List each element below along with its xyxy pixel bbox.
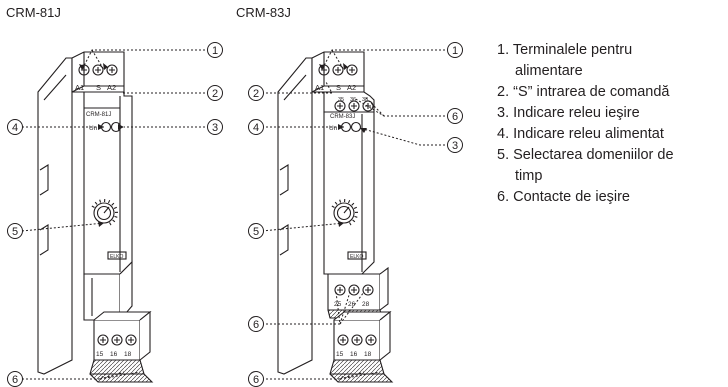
brand-text: ELKO: [350, 254, 363, 260]
callout-circle: [207, 85, 223, 101]
callout-circle: [248, 316, 264, 332]
callout-circle: [7, 223, 23, 239]
callout-number: 6: [452, 111, 458, 123]
callout-circle: [7, 119, 23, 135]
callout-number: 2: [212, 88, 218, 100]
legend-item-6: 6. Contacte de ieşire: [497, 189, 630, 205]
contact-label-15: 15: [336, 351, 344, 358]
terminal-screw: [362, 100, 374, 112]
callout-circle: [447, 108, 463, 124]
contact-label-16: 16: [350, 351, 358, 358]
terminal-label-s: S: [336, 83, 341, 92]
terminal-screw: [334, 284, 346, 296]
power-indicator-label: Un: [329, 125, 338, 132]
callout-number: 1: [452, 45, 458, 57]
power-indicator-led: [350, 121, 362, 133]
callout-circle: [207, 42, 223, 58]
legend-item-3: 3. Indicare releu ieşire: [497, 105, 640, 121]
callout-number: 5: [12, 226, 18, 238]
front-model-label: CRM-81J: [86, 112, 111, 118]
contact-label-36: 36: [350, 97, 356, 103]
callout-number: 2: [253, 88, 259, 100]
callout-number: 5: [253, 226, 259, 238]
device-title-crm-81j: CRM-81J: [6, 5, 61, 20]
terminal-screw: [337, 334, 349, 346]
contact-label-35: 35: [338, 97, 344, 103]
terminal-screw: [92, 64, 104, 76]
terminal-screw: [106, 64, 118, 76]
brand-text: ELKO: [110, 254, 123, 260]
device-title-crm-83j: CRM-83J: [236, 5, 291, 20]
callout-number: 6: [253, 374, 259, 386]
callout-circle: [248, 223, 264, 239]
terminal-screw: [348, 100, 360, 112]
device-crm-83j: [277, 51, 394, 383]
callout-number: 3: [452, 140, 458, 152]
contact-label-18: 18: [364, 351, 372, 358]
contact-label-26: 26: [348, 301, 356, 308]
callout-circle: [447, 42, 463, 58]
terminal-label-a2: A2: [347, 83, 356, 92]
legend-item-4: 4. Indicare releu alimentat: [497, 126, 664, 142]
callout-circle: [248, 119, 264, 135]
contact-label-15: 15: [96, 351, 104, 358]
terminal-screw: [97, 334, 109, 346]
front-model-label: CRM-83J: [330, 114, 355, 120]
callout-number: 6: [253, 319, 259, 331]
terminal-screw: [125, 334, 137, 346]
contact-label-18: 18: [124, 351, 132, 358]
terminal-screw: [348, 284, 360, 296]
terminal-screw: [111, 334, 123, 346]
callout-number: 3: [212, 122, 218, 134]
brand-badge: [347, 251, 367, 260]
terminal-label-a1: A1: [75, 83, 84, 92]
brand-badge: [107, 251, 127, 260]
contact-label-28: 28: [362, 301, 370, 308]
callout-number: 1: [212, 45, 218, 57]
terminal-screw: [332, 64, 344, 76]
callout-number: 6: [12, 374, 18, 386]
callout-number: 4: [12, 122, 18, 134]
callout-circle: [248, 85, 264, 101]
device-crm-81j: [37, 51, 154, 383]
power-indicator-label: Un: [89, 125, 98, 132]
contact-label-38: 38: [362, 97, 368, 103]
callout-number: 4: [253, 122, 259, 134]
arrowheads: [79, 63, 367, 227]
terminal-screw: [346, 64, 358, 76]
terminal-label-a2: A2: [107, 83, 116, 92]
terminal-label-a1: A1: [315, 83, 324, 92]
device-diagram: A1 S A2 CRM-81J Un ELKO 15 16 18: [7, 42, 463, 387]
terminal-screw: [351, 334, 363, 346]
callout-circle: [447, 137, 463, 153]
legend-item-2: 2. “S” intrarea de comandă: [497, 84, 670, 100]
terminal-label-s: S: [96, 83, 101, 92]
terminal-screw: [362, 284, 374, 296]
leader-lines: [21, 49, 449, 380]
callout-circle: [207, 119, 223, 135]
terminal-screw: [334, 100, 346, 112]
contact-label-16: 16: [110, 351, 118, 358]
terminal-screw: [365, 334, 377, 346]
